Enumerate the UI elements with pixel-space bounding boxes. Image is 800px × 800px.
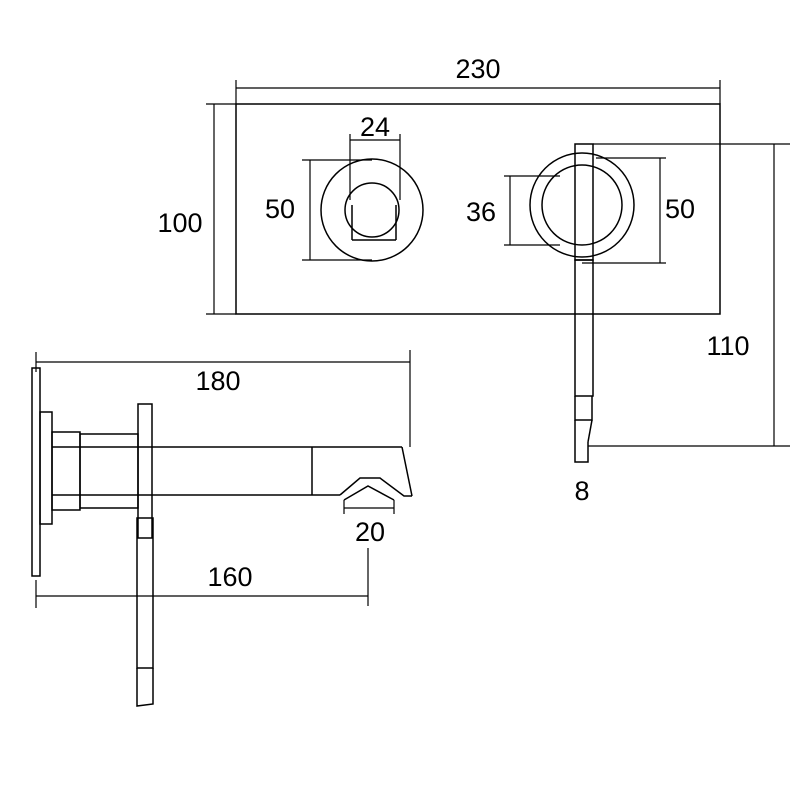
right-knob-inner-dimension: 36 <box>466 175 560 246</box>
front-view: 230 100 24 50 <box>157 54 790 506</box>
spout-reach-label: 160 <box>207 562 252 592</box>
spout-reach-dimension: 160 <box>35 548 369 608</box>
side-view: 180 20 160 <box>31 350 413 707</box>
right-knob-outer-dimension: 50 <box>582 157 695 264</box>
spout <box>52 446 413 501</box>
left-knob-outer-dimension: 50 <box>265 159 372 261</box>
right-knob-inner-label: 36 <box>466 197 496 227</box>
height-label: 100 <box>157 208 202 238</box>
height-dimension: 100 <box>157 103 236 315</box>
width-dimension: 230 <box>235 54 721 104</box>
wall-plate <box>31 367 41 577</box>
front-plate <box>235 103 721 315</box>
side-lever <box>136 517 154 707</box>
total-depth-label: 180 <box>195 366 240 396</box>
outlet-width-dimension: 20 <box>343 500 395 547</box>
left-knob-inner-label: 24 <box>360 112 390 142</box>
left-knob-outer-label: 50 <box>265 194 295 224</box>
lever-total-label: 110 <box>706 331 749 361</box>
left-knob <box>320 158 424 262</box>
width-label: 230 <box>455 54 500 84</box>
right-knob-outer-label: 50 <box>665 194 695 224</box>
right-knob <box>529 152 635 258</box>
front-lever <box>574 143 594 463</box>
lever-width-label: 8 <box>574 476 589 506</box>
left-knob-inner-dimension: 24 <box>349 112 401 200</box>
lever-total-dimension: 110 <box>588 143 790 447</box>
total-depth-dimension: 180 <box>35 350 411 447</box>
outlet-width-label: 20 <box>355 517 385 547</box>
